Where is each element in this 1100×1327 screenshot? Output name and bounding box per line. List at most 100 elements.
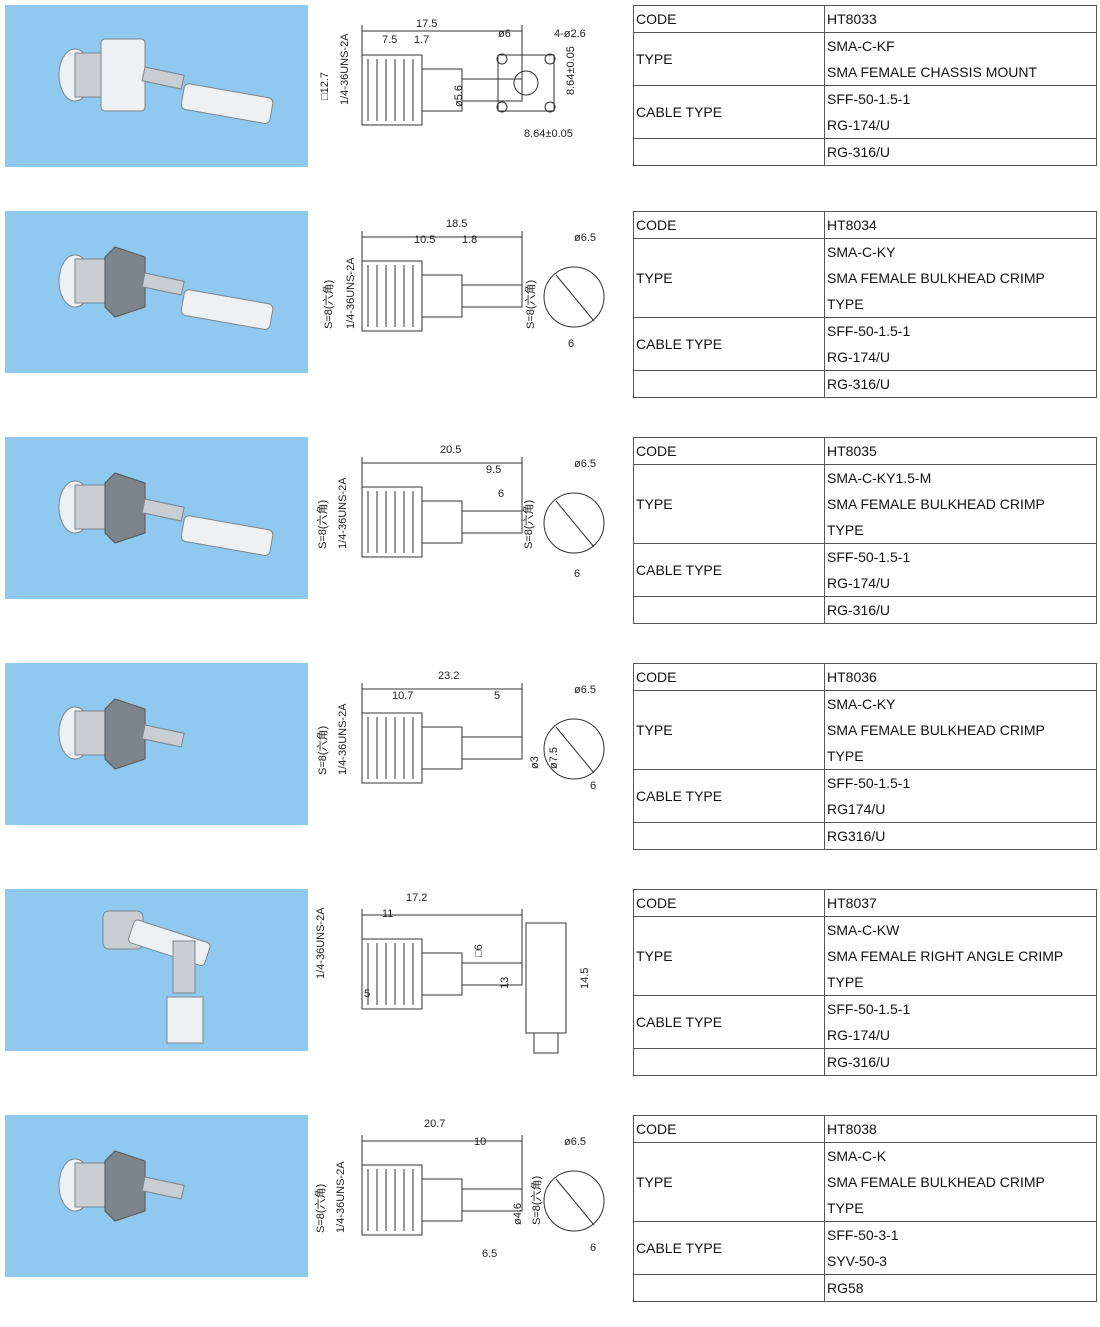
empty-cell — [633, 822, 825, 850]
dimension-label: 8.64±0.05 — [565, 46, 577, 95]
connector-photo-shape — [58, 38, 274, 124]
cable-type-label: CABLE TYPE — [633, 1221, 825, 1275]
code-value: HT8035 — [824, 437, 1097, 465]
connector-photo-shape — [58, 472, 274, 556]
dimension-label: 18.5 — [446, 218, 467, 230]
code-label: CODE — [633, 1115, 825, 1143]
dimension-label: 5 — [494, 690, 500, 702]
dimension-label: 13 — [499, 977, 511, 989]
cable-row-extra: RG-316/U — [633, 370, 1097, 398]
cable-line: RG316/U — [827, 828, 886, 844]
type-line: SMA-C-KY1.5-M — [827, 470, 932, 486]
type-label: TYPE — [633, 32, 825, 86]
empty-cell — [633, 370, 825, 398]
type-line: SMA FEMALE RIGHT ANGLE CRIMP — [827, 948, 1064, 964]
dimension-label: 20.5 — [440, 444, 461, 456]
code-label: CODE — [633, 437, 825, 465]
cable-line: RG174/U — [827, 801, 886, 817]
cable-value-extra: RG58 — [824, 1274, 1097, 1302]
dimension-label: S=8(六角) — [524, 280, 537, 329]
type-line: SMA FEMALE BULKHEAD CRIMP — [827, 270, 1045, 286]
empty-cell — [633, 596, 825, 624]
code-label: CODE — [633, 211, 825, 239]
connector-photo — [5, 211, 308, 373]
dimension-label: 1.7 — [414, 34, 429, 46]
code-label: CODE — [633, 663, 825, 691]
dimension-label: ø6 — [498, 28, 511, 40]
dimension-label: 11 — [382, 908, 393, 920]
dimension-label: S=8(六角) — [316, 500, 329, 549]
dimension-label: 20.7 — [424, 1118, 445, 1130]
connector-photo-shape — [58, 1150, 185, 1222]
connector-photo — [5, 437, 308, 599]
dimension-label: 4-ø2.6 — [554, 28, 586, 40]
type-line: SMA-C-K — [827, 1148, 887, 1164]
code-value: HT8034 — [824, 211, 1097, 239]
dimension-label: 5 — [364, 988, 370, 1000]
cable-row-extra: RG-316/U — [633, 1048, 1097, 1076]
cable-value-extra: RG316/U — [824, 822, 1097, 850]
dimension-label: 9.5 — [486, 464, 501, 476]
connector-photo — [5, 1115, 308, 1277]
cable-line: SFF-50-3-1 — [827, 1227, 899, 1243]
cable-type-label: CABLE TYPE — [633, 769, 825, 823]
type-line: SMA-C-KY — [827, 244, 896, 260]
type-value: SMA-C-KW SMA FEMALE RIGHT ANGLE CRIMP TYPE — [824, 916, 1097, 996]
dimension-label: ø6.5 — [574, 232, 596, 244]
type-line: SMA FEMALE CHASSIS MOUNT — [827, 64, 1038, 80]
dimension-label: S=8(六角) — [314, 1184, 327, 1233]
dimension-label: 17.5 — [416, 18, 437, 30]
cable-type-label: CABLE TYPE — [633, 995, 825, 1049]
type-line: TYPE — [827, 974, 864, 990]
dimension-label: 6 — [574, 568, 580, 580]
cable-type-label: CABLE TYPE — [633, 543, 825, 597]
dimension-label: ø4.6 — [512, 1203, 524, 1225]
cable-line: RG-174/U — [827, 117, 891, 133]
dimension-label: 10.5 — [414, 234, 435, 246]
dimension-label: ø6.5 — [574, 458, 596, 470]
dimension-label: 1/4-36UNS-2A — [345, 257, 357, 329]
dimension-label: 1.8 — [462, 234, 477, 246]
type-line: TYPE — [827, 748, 864, 764]
cable-line: SFF-50-1.5-1 — [827, 91, 911, 107]
connector-photo-shape — [102, 910, 211, 1044]
type-label: TYPE — [633, 1142, 825, 1222]
dimension-label: ø7.5 — [548, 747, 560, 769]
dimension-label: S=8(六角) — [530, 1176, 543, 1225]
type-line: SMA FEMALE BULKHEAD CRIMP — [827, 722, 1045, 738]
dimension-label: 6 — [568, 338, 574, 350]
cable-line: RG-316/U — [827, 376, 891, 392]
dimension-label: 6.5 — [482, 1248, 497, 1260]
dimension-label: 10.7 — [392, 690, 413, 702]
cable-row-extra: RG58 — [633, 1274, 1097, 1302]
dimension-label: 6 — [590, 1242, 596, 1254]
type-line: SMA FEMALE BULKHEAD CRIMP — [827, 496, 1045, 512]
dimension-label: □12.7 — [319, 72, 331, 100]
type-line: SMA-C-KW — [827, 922, 900, 938]
dimension-label: ø5.6 — [453, 85, 465, 107]
